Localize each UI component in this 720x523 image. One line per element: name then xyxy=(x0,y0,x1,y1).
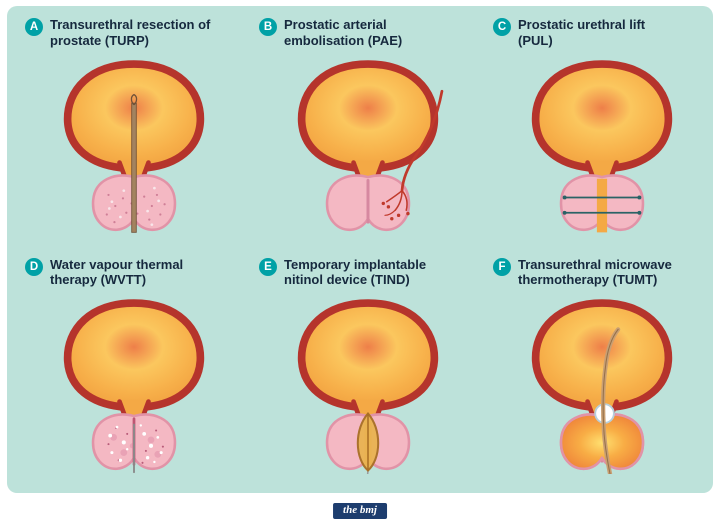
panel-title: Water vapour thermal therapy (WVTT) xyxy=(50,256,184,288)
prostatic-artery xyxy=(384,89,444,216)
open-urethra-channel xyxy=(596,178,608,233)
panel-letter-badge: A xyxy=(25,18,43,36)
resected-tissue-texture xyxy=(105,193,166,223)
panel-grid: A Transurethral resection of prostate (T… xyxy=(7,6,713,493)
ablated-tissue xyxy=(110,434,162,458)
panel-wvtt: D Water vapour thermal therapy (WVTT) xyxy=(9,250,243,490)
illustration-pul xyxy=(517,52,687,235)
panel-title: Temporary implantable nitinol device (TI… xyxy=(284,256,427,288)
panel-letter-badge: F xyxy=(493,257,511,276)
urethral-lift-implants xyxy=(563,196,641,214)
panel-pul: C Prostatic urethral lift (PUL) xyxy=(477,10,711,250)
panel-letter-badge: C xyxy=(493,18,511,36)
implant-anchors xyxy=(562,195,642,215)
illustration-tumt xyxy=(517,291,687,475)
panel-turp: A Transurethral resection of prostate (T… xyxy=(9,10,243,250)
panel-header: B Prostatic arterial embolisation (PAE) xyxy=(259,17,477,49)
panel-pae: B Prostatic arterial embolisation (PAE) xyxy=(243,10,477,250)
water-vapour-steam xyxy=(108,424,163,464)
resectoscope xyxy=(130,93,138,233)
panel-title: Prostatic arterial embolisation (PAE) xyxy=(284,17,403,48)
microwave-catheter xyxy=(601,327,621,475)
panel-header: A Transurethral resection of prostate (T… xyxy=(25,17,243,49)
panel-header: C Prostatic urethral lift (PUL) xyxy=(493,17,711,49)
illustration-pae xyxy=(283,52,444,235)
panel-letter-badge: B xyxy=(259,18,277,36)
embolisation-particles xyxy=(381,201,410,221)
heated-prostate xyxy=(559,413,645,471)
nitinol-device xyxy=(356,412,380,473)
bmj-logo: the bmj xyxy=(333,503,387,519)
panel-letter-badge: D xyxy=(25,257,43,276)
panel-title: Prostatic urethral lift (PUL) xyxy=(518,17,646,48)
tissue-highlight-texture xyxy=(107,186,161,226)
panel-header: D Water vapour thermal therapy (WVTT) xyxy=(25,257,243,289)
panel-letter-badge: E xyxy=(259,257,277,276)
panel-header: E Temporary implantable nitinol device (… xyxy=(259,257,477,289)
infographic-board: A Transurethral resection of prostate (T… xyxy=(7,6,713,493)
panel-tumt: F Transurethral microwave thermotherapy … xyxy=(477,250,711,490)
retrieval-wire xyxy=(366,469,369,475)
panel-title: Transurethral resection of prostate (TUR… xyxy=(50,17,211,48)
panel-header: F Transurethral microwave thermotherapy … xyxy=(493,257,711,289)
illustration-tind xyxy=(283,291,453,475)
illustration-wvtt xyxy=(49,291,219,474)
panel-tind: E Temporary implantable nitinol device (… xyxy=(243,250,477,490)
panel-title: Transurethral microwave thermotherapy (T… xyxy=(518,256,672,288)
illustration-turp xyxy=(49,52,219,235)
